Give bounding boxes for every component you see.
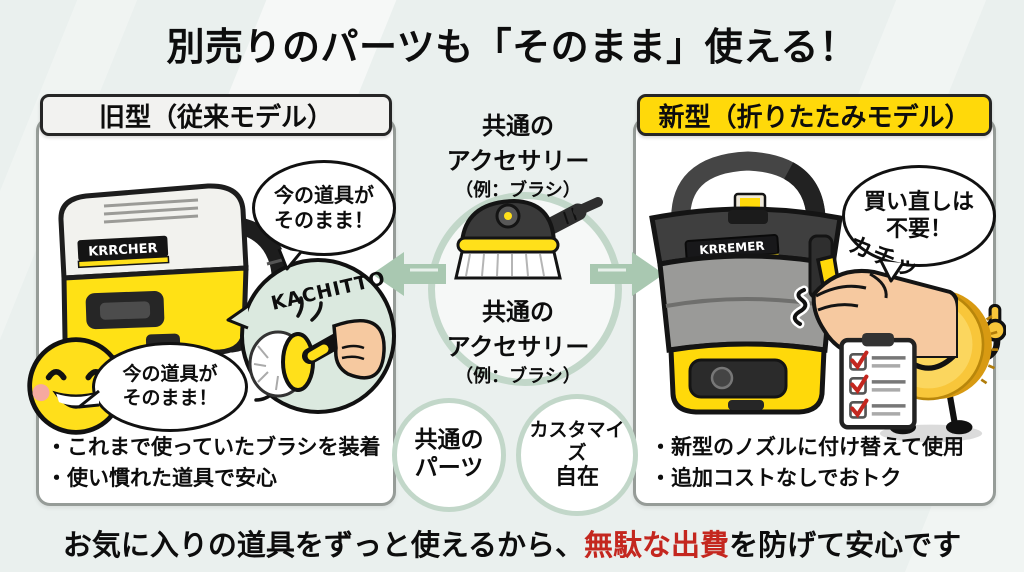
kachitto-attach-callout: KACHITTO — [226, 258, 396, 414]
banner-text: を防げて安心です — [729, 528, 962, 562]
old-model-header: 旧型（従来モデル） — [40, 94, 392, 136]
new-brand-label: KRREMER — [699, 239, 765, 258]
bubble-text: 今の道具が — [122, 363, 218, 386]
bullet-item: ・使い慣れた道具で安心 — [46, 466, 277, 490]
bubble-tail — [277, 248, 303, 271]
banner-highlight: 無駄な出費 — [584, 528, 730, 562]
banner-text: お気に入りの道具をずっと使えるから、 — [62, 528, 585, 562]
old-brand-label: KRRCHER — [88, 241, 158, 260]
callout-spike — [226, 304, 249, 330]
old-model-speech-bubble-bottom: 今の道具が そのまま！ — [77, 342, 248, 432]
badge-line: 共通の — [414, 427, 484, 454]
page-title: 別売りのパーツも「そのまま」使える！ — [166, 25, 858, 69]
label-line: アクセサリー — [446, 147, 590, 175]
bubble-text: そのまま！ — [122, 387, 218, 409]
common-parts-badge: 共通の パーツ — [392, 398, 506, 512]
brush-in-hand-illustration — [248, 296, 386, 402]
label-line: （例：ブラシ） — [455, 366, 581, 387]
label-line: アクセサリー — [446, 333, 590, 361]
new-model-header: 新型（折りたたみモデル） — [637, 94, 992, 136]
bubble-text: 買い直しは — [863, 189, 974, 215]
new-model-illustration: KRREMER — [649, 151, 846, 415]
label-line: 共通の — [482, 112, 554, 140]
bubble-text: 不要！ — [885, 217, 952, 242]
bubble-text: 今の道具が — [274, 183, 374, 207]
arrow-right-icon — [590, 252, 664, 296]
bullet-item: ・これまで使っていたブラシを装着 — [46, 435, 381, 459]
bullet-item: ・追加コストなしでおトク — [650, 466, 902, 490]
badge-line: カスタマイズ — [529, 419, 625, 464]
bubble-tail — [879, 260, 905, 283]
badge-line: パーツ — [414, 455, 484, 481]
common-accessory-label-mid: 共通の アクセサリー （例：ブラシ） — [420, 292, 616, 388]
new-model-bullets: ・新型のノズルに付け替えて使用 ・追加コストなしでおトク — [650, 432, 964, 494]
bottom-banner: お気に入りの道具をずっと使えるから、無駄な出費を防げて安心です — [0, 522, 1024, 564]
clipboard-checklist-icon — [839, 333, 917, 430]
bubble-tail — [77, 389, 100, 409]
label-line: 共通の — [482, 298, 554, 326]
label-line: （例：ブラシ） — [455, 180, 581, 201]
hand-illustration — [811, 269, 958, 358]
bullet-item: ・新型のノズルに付け替えて使用 — [650, 435, 964, 459]
new-model-speech-bubble: 買い直しは 不要！ — [842, 165, 996, 283]
brush-accessory-illustration — [454, 197, 603, 280]
bubble-text: そのまま！ — [274, 208, 374, 232]
old-model-speech-bubble-top: 今の道具が そのまま！ — [252, 160, 396, 271]
arrow-left-icon — [372, 252, 446, 296]
badge-line: 自在 — [554, 464, 599, 490]
customize-badge: カスタマイズ 自在 — [516, 394, 638, 516]
common-accessory-label-top: 共通の アクセサリー （例：ブラシ） — [414, 106, 622, 202]
old-model-bullets: ・これまで使っていたブラシを装着 ・使い慣れた道具で安心 — [46, 432, 381, 494]
